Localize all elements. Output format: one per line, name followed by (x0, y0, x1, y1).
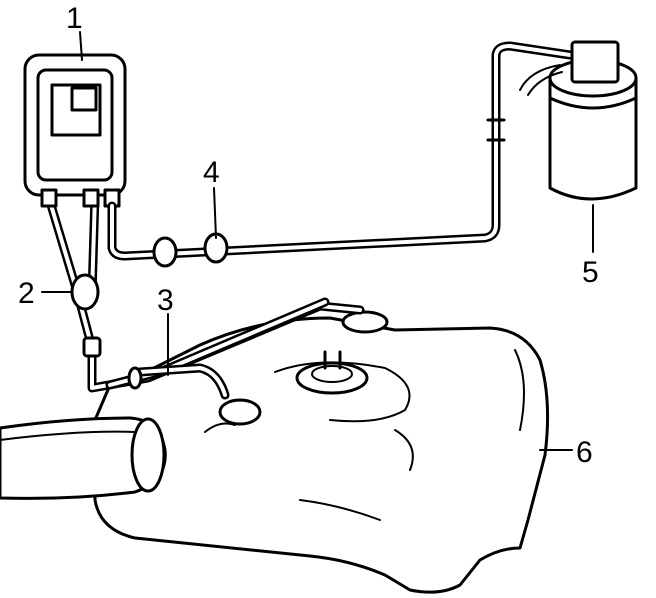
vapor-lines (87, 297, 365, 400)
two-way-valve (43, 190, 102, 358)
callout-3: 3 (157, 284, 174, 317)
leader-lines (41, 31, 594, 451)
filler-hose (0, 416, 167, 500)
fuel-tank (93, 310, 550, 594)
charcoal-canister (519, 40, 638, 201)
callout-2: 2 (18, 277, 35, 310)
callout-1: 1 (66, 2, 83, 35)
evap-control-valve (23, 53, 127, 208)
purge-line (107, 41, 575, 268)
callout-6: 6 (576, 436, 593, 469)
callout-5: 5 (582, 256, 599, 289)
callout-4: 4 (203, 156, 220, 189)
